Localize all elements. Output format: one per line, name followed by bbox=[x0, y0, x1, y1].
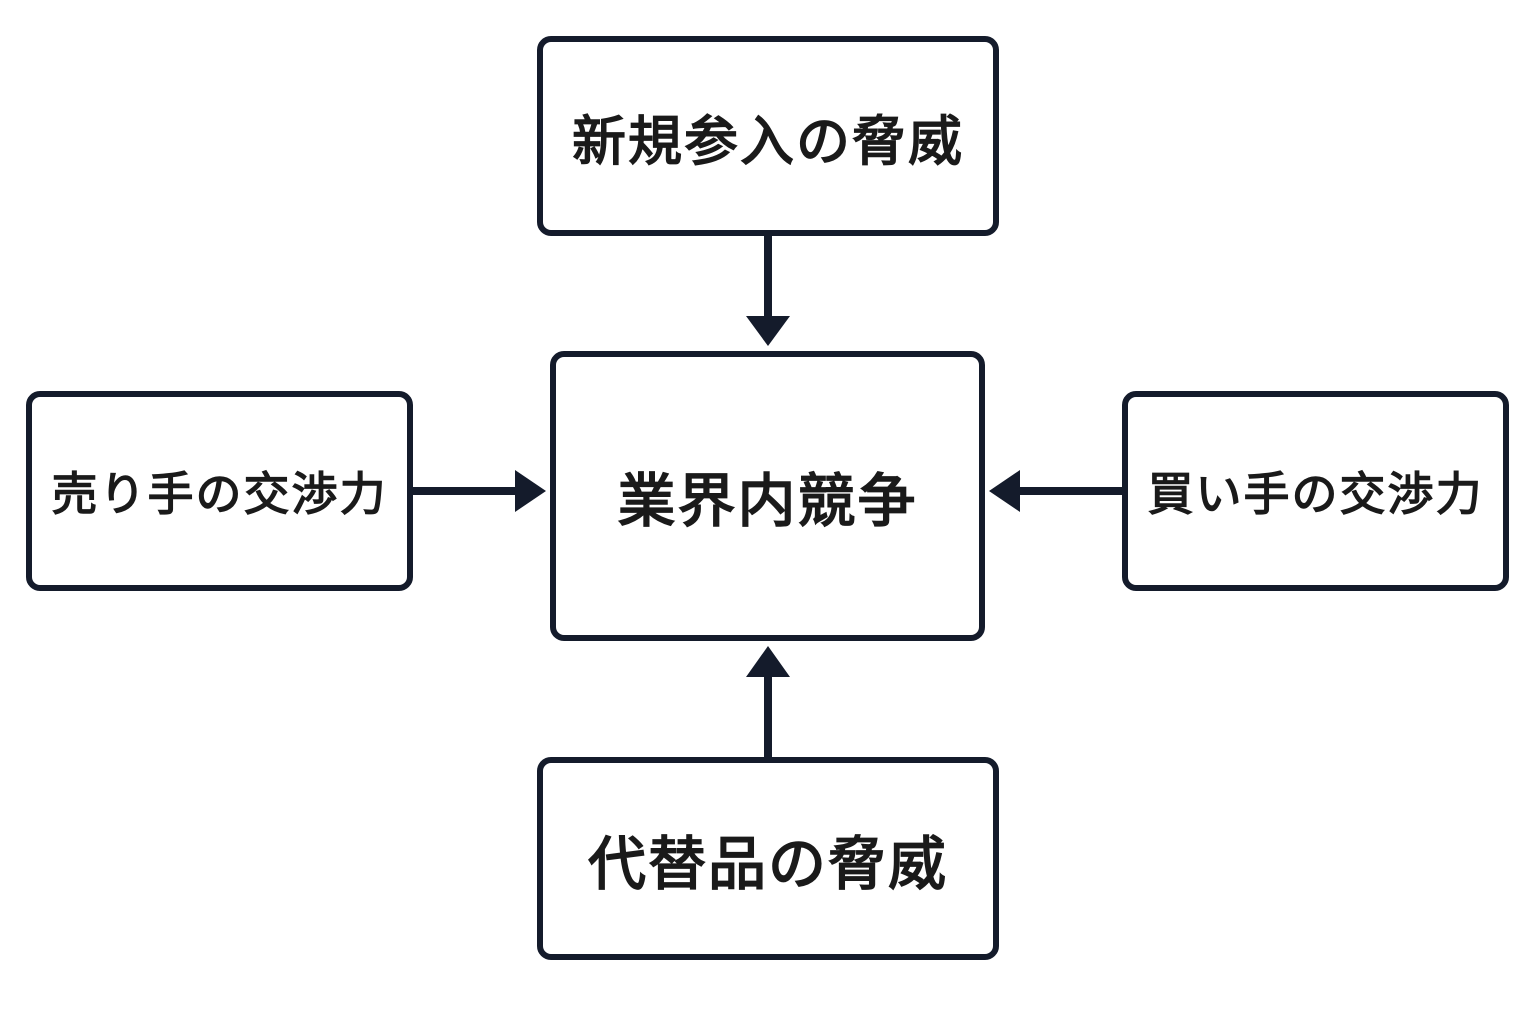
substitutes-box: 代替品の脅威 bbox=[537, 757, 999, 960]
new-entrants-box: 新規参入の脅威 bbox=[537, 36, 999, 236]
arrow-top-to-center bbox=[746, 236, 790, 346]
supplier-power-box: 売り手の交渉力 bbox=[26, 391, 413, 591]
industry-rivalry-box: 業界内競争 bbox=[550, 351, 985, 641]
buyer-power-label: 買い手の交渉力 bbox=[1147, 467, 1484, 521]
arrow-right-to-center bbox=[989, 470, 1122, 512]
new-entrants-label: 新規参入の脅威 bbox=[572, 109, 964, 173]
industry-rivalry-label: 業界内競争 bbox=[617, 467, 918, 535]
arrow-bottom-to-center bbox=[746, 646, 790, 757]
supplier-power-label: 売り手の交渉力 bbox=[51, 467, 388, 521]
buyer-power-box: 買い手の交渉力 bbox=[1122, 391, 1509, 591]
substitutes-label: 代替品の脅威 bbox=[587, 829, 948, 898]
arrow-left-to-center bbox=[413, 470, 546, 512]
